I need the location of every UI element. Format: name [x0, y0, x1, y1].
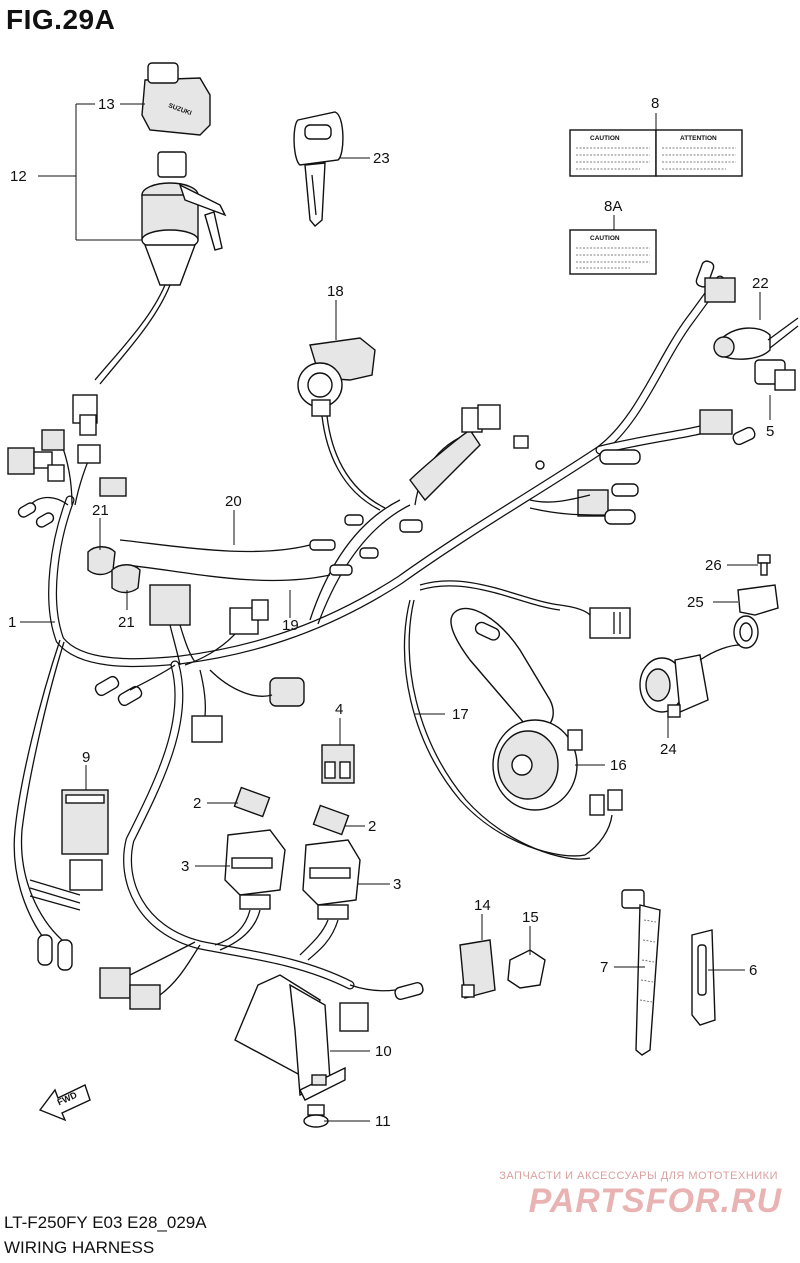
callout-6: 6: [749, 962, 757, 979]
callout-2-right: 2: [368, 818, 376, 835]
callout-5: 5: [766, 423, 774, 440]
upper-right-connectors: [695, 260, 799, 446]
callout-4: 4: [335, 701, 343, 718]
callout-7: 7: [600, 959, 608, 976]
callout-11: 11: [375, 1113, 391, 1130]
key: [293, 111, 344, 227]
callout-20: 20: [225, 493, 242, 510]
cable-tie-and-clamp: [621, 889, 716, 1056]
callout-2-left: 2: [193, 795, 201, 812]
callout-21-lower: 21: [118, 614, 135, 631]
callout-8: 8: [651, 95, 659, 112]
callout-10: 10: [375, 1043, 392, 1060]
sub-leads: [309, 514, 423, 576]
accessory-socket-assembly: [639, 554, 779, 718]
callout-1: 1: [8, 614, 16, 631]
harness-bracket: [234, 974, 346, 1128]
attention-label-text: ATTENTION: [680, 135, 717, 142]
callout-26: 26: [705, 557, 722, 574]
right-connector: [589, 607, 631, 639]
forward-arrow-icon: FWD: [38, 1084, 91, 1122]
callout-23: 23: [373, 150, 390, 167]
model-code: LT-F250FY E03 E28_029A: [4, 1213, 207, 1232]
center-connectors: [409, 404, 641, 525]
callout-18: 18: [327, 283, 344, 300]
connector-block-and-clip: [459, 939, 546, 999]
callout-15: 15: [522, 909, 539, 926]
callout-numbers: 13 12 23 8 8A 22 18 5 20 21 21 1 19 26 2…: [8, 95, 774, 1130]
callout-8a: 8A: [604, 198, 622, 215]
callout-3-right: 3: [393, 876, 401, 893]
callout-13: 13: [98, 96, 115, 113]
caution-labels: CAUTION ATTENTION CAUTION: [569, 129, 743, 275]
leader-lines: [20, 103, 771, 1122]
diagram-name: WIRING HARNESS: [4, 1238, 155, 1257]
terminal-connector: [321, 744, 355, 784]
callout-17: 17: [452, 706, 469, 723]
fuses-and-holders: [214, 786, 361, 961]
watermark-subtitle: ЗАПЧАСТИ И АКСЕССУАРЫ ДЛЯ МОТОТЕХНИКИ: [499, 1170, 778, 1182]
watermark-logo: PARTSFOR.RU: [528, 1182, 782, 1220]
left-connector-cluster: [7, 429, 127, 528]
relay: [29, 789, 109, 971]
callout-19: 19: [282, 617, 299, 634]
grommets: [87, 546, 141, 594]
handlebar-switch: [297, 337, 386, 511]
callout-16: 16: [610, 757, 627, 774]
callout-14: 14: [474, 897, 491, 914]
callout-21-upper: 21: [92, 502, 109, 519]
figure-title: FIG.29A: [6, 4, 116, 35]
left-lower-connectors: [94, 584, 305, 743]
callout-12: 12: [10, 168, 27, 185]
caution-label-text: CAUTION: [590, 135, 620, 142]
ignition-switch-assembly: SUZUKI: [72, 62, 227, 436]
lower-connectors: [99, 941, 424, 1032]
callout-9: 9: [82, 749, 90, 766]
callout-22: 22: [752, 275, 769, 292]
horn-assembly: [450, 607, 623, 856]
callout-24: 24: [660, 741, 677, 758]
callout-25: 25: [687, 594, 704, 611]
caution-label-8a-text: CAUTION: [590, 235, 620, 242]
callout-3-left: 3: [181, 858, 189, 875]
